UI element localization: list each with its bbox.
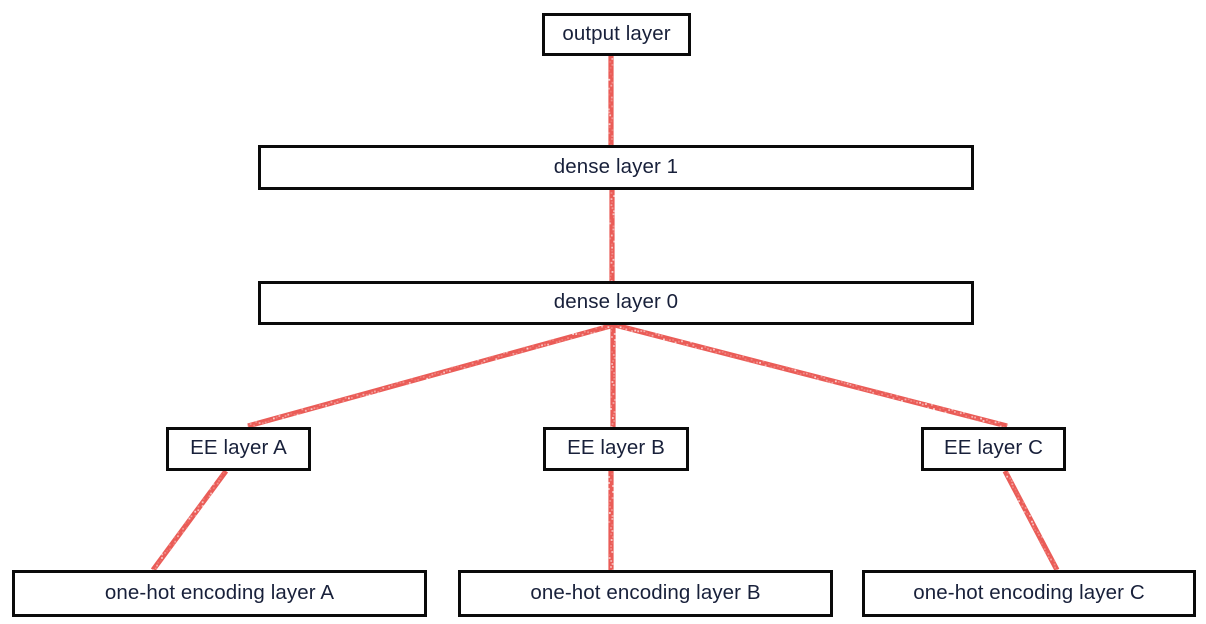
node-label: dense layer 1 (553, 154, 679, 178)
node-label: EE layer A (190, 436, 287, 460)
node-dense-layer-0[interactable]: dense layer 0 (258, 281, 974, 325)
node-dense-layer-1[interactable]: dense layer 1 (258, 145, 974, 190)
node-label: dense layer 0 (553, 290, 679, 314)
edge-ee-b-to-dense0 (609, 325, 617, 428)
edge-onehot-a-to-ee-a (150, 469, 229, 572)
node-label: one-hot encoding layer A (104, 580, 335, 604)
edge-onehot-c-to-ee-c (1002, 469, 1060, 572)
edge-ee-c-to-dense0 (614, 322, 1009, 429)
edge-dense0-to-dense1 (608, 190, 616, 282)
node-one-hot-encoding-layer-a[interactable]: one-hot encoding layer A (12, 570, 427, 617)
node-ee-layer-b[interactable]: EE layer B (543, 427, 689, 471)
node-ee-layer-a[interactable]: EE layer A (166, 427, 311, 471)
edge-onehot-b-to-ee-b (607, 471, 615, 571)
node-one-hot-encoding-layer-c[interactable]: one-hot encoding layer C (862, 570, 1196, 617)
node-label: output layer (562, 21, 671, 45)
node-one-hot-encoding-layer-b[interactable]: one-hot encoding layer B (458, 570, 833, 617)
node-label: EE layer C (944, 436, 1043, 460)
node-label: one-hot encoding layer C (913, 580, 1145, 604)
node-output-layer[interactable]: output layer (542, 13, 691, 56)
node-label: one-hot encoding layer B (530, 580, 761, 604)
edge-ee-a-to-dense0 (247, 322, 615, 429)
edge-dense1-to-output (608, 56, 614, 146)
node-ee-layer-c[interactable]: EE layer C (921, 427, 1066, 471)
node-label: EE layer B (567, 436, 665, 460)
